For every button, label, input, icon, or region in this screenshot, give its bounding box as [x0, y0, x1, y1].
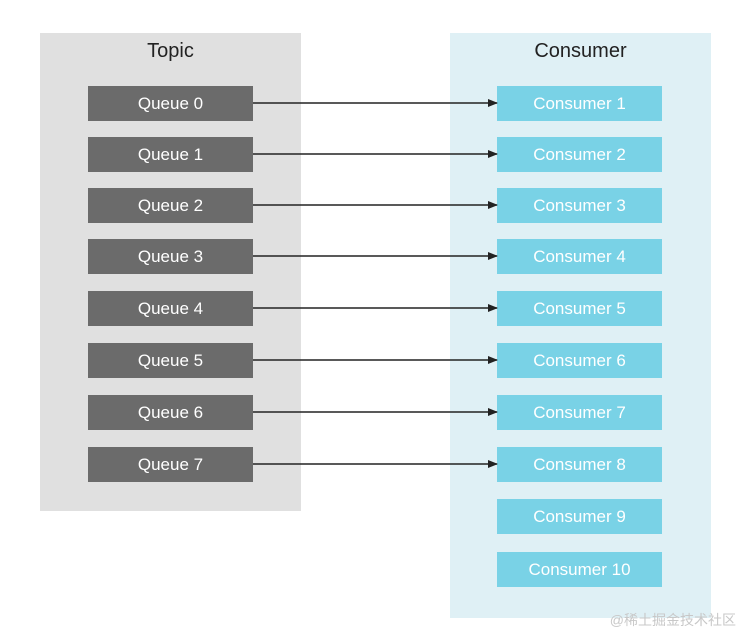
consumer-title: Consumer — [534, 40, 627, 62]
queue-box: Queue 5 — [88, 343, 253, 378]
watermark-text: @稀土掘金技术社区 — [609, 612, 736, 628]
queue-box: Queue 4 — [88, 291, 253, 326]
consumer-box: Consumer 9 — [497, 499, 662, 534]
queue-box: Queue 3 — [88, 239, 253, 274]
consumer-box: Consumer 5 — [497, 291, 662, 326]
consumer-box: Consumer 6 — [497, 343, 662, 378]
queue-box: Queue 2 — [88, 188, 253, 223]
queue-box: Queue 6 — [88, 395, 253, 430]
consumer-box: Consumer 7 — [497, 395, 662, 430]
consumer-box: Consumer 2 — [497, 137, 662, 172]
queue-box: Queue 1 — [88, 137, 253, 172]
consumer-box: Consumer 10 — [497, 552, 662, 587]
topic-title: Topic — [147, 40, 194, 62]
consumer-box: Consumer 1 — [497, 86, 662, 121]
queue-box: Queue 0 — [88, 86, 253, 121]
consumer-box: Consumer 3 — [497, 188, 662, 223]
consumer-box: Consumer 4 — [497, 239, 662, 274]
consumer-box: Consumer 8 — [497, 447, 662, 482]
queue-box: Queue 7 — [88, 447, 253, 482]
